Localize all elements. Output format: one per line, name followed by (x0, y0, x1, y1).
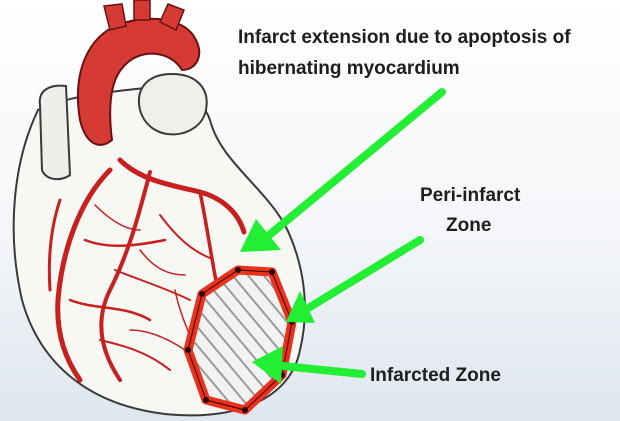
label-infarcted-zone: Infarcted Zone (370, 362, 501, 389)
aortic-branch (134, 0, 150, 20)
arrow-peri-infarct (286, 240, 420, 323)
pulmonary-trunk (139, 74, 207, 134)
label-peri-infarct-line1: Peri-infarct (420, 182, 520, 209)
vena-cava (40, 86, 70, 180)
label-peri-infarct-line2: Zone (446, 212, 491, 239)
label-infarct-extension-line2: hibernating myocardium (238, 55, 460, 82)
aortic-branch (104, 4, 126, 30)
label-infarct-extension-line1: Infarct extension due to apoptosis of (238, 24, 571, 51)
